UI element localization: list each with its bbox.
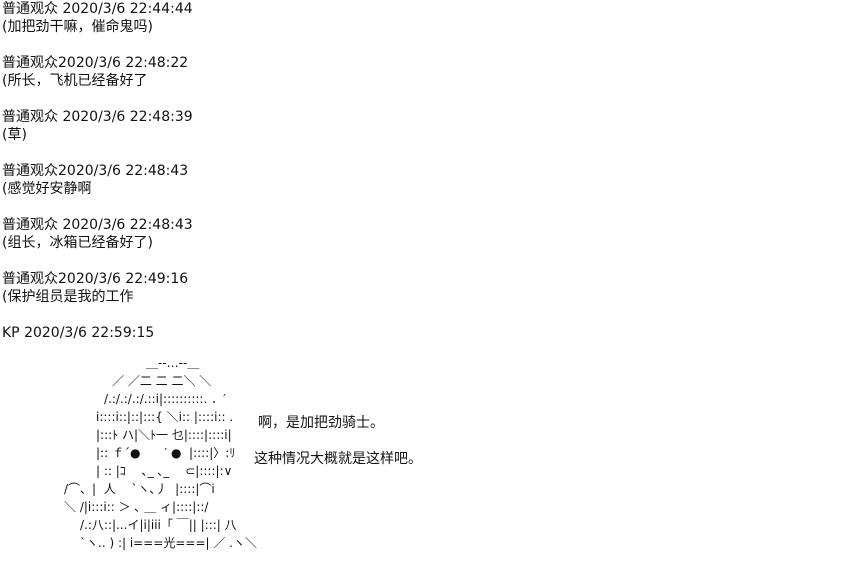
- entry-header: 普通观众2020/3/6 22:49:16: [2, 271, 189, 287]
- ascii-art-line: i::::i::|::|:::{ ＼i:: |::::i:: .: [96, 410, 234, 424]
- ascii-art-line: |:: ｆ´● ′ ● |::::|〉:ﾘ: [96, 446, 236, 460]
- entry-header: 普通观众 2020/3/6 22:48:39: [2, 109, 193, 125]
- entry-text: (保护组员是我的工作: [2, 289, 134, 305]
- chat-entry: 普通观众2020/3/6 22:49:16 (保护组员是我的工作: [2, 270, 852, 306]
- ascii-art-line: /.:/.:/.:/.::i|::::::::::. ．′: [104, 392, 226, 406]
- chat-entry: 普通观众 2020/3/6 22:44:44 (加把劲干嘛，催命鬼吗): [2, 0, 852, 36]
- ascii-art-line: ＿-‐…‐-＿: [146, 356, 200, 370]
- entry-header: 普通观众2020/3/6 22:48:43: [2, 163, 189, 179]
- entry-text: (草): [2, 127, 27, 143]
- ascii-art-line: |:::ﾄ ハ|＼ﾄ一 乜|::::|::::i|: [96, 428, 232, 442]
- entry-text: (感觉好安静啊: [2, 181, 92, 197]
- chat-entry: 普通观众 2020/3/6 22:48:43 (组长，冰箱已经备好了): [2, 216, 852, 252]
- ascii-art-line: /.:八::|...イ|i|iiⅰ「 ￣|| |:::| 八: [80, 518, 237, 532]
- ascii-art-character: ＿-‐…‐-＿ ／ ／二 二 二＼ ＼ /.:/.:/.:/.::i|:::::…: [0, 354, 858, 575]
- chat-entry: 普通观众2020/3/6 22:48:43 (感觉好安静啊: [2, 162, 852, 198]
- ascii-art-line: ／ ／二 二 二＼ ＼: [112, 374, 212, 388]
- ascii-art-line: | :: |ｺ ､_ ､_ ⊂|::::|:∨: [96, 464, 233, 478]
- entry-text: (所长，飞机已经备好了: [2, 73, 148, 89]
- entry-header: 普通观众2020/3/6 22:48:22: [2, 55, 189, 71]
- ascii-art-line: `ヽ.. ) :| i===光===| ／ .ヽ＼: [80, 536, 257, 550]
- entry-header: 普通观众 2020/3/6 22:44:44: [2, 1, 193, 17]
- entry-text: (加把劲干嘛，催命鬼吗): [2, 19, 153, 35]
- chat-entry: 普通观众 2020/3/6 22:48:39 (草): [2, 108, 852, 144]
- kp-entry: KP 2020/3/6 22:59:15: [2, 324, 852, 342]
- entry-header: 普通观众 2020/3/6 22:48:43: [2, 217, 193, 233]
- speech-line-1: 啊，是加把劲骑士。: [258, 415, 384, 431]
- chat-log: 普通观众 2020/3/6 22:44:44 (加把劲干嘛，催命鬼吗) 普通观众…: [2, 0, 852, 360]
- ascii-art-line: /⌒、| 人 `ヽ､丿 |::::|⌒i: [64, 482, 215, 496]
- chat-entry: 普通观众2020/3/6 22:48:22 (所长，飞机已经备好了: [2, 54, 852, 90]
- kp-header: KP 2020/3/6 22:59:15: [2, 325, 155, 341]
- speech-line-2: 这种情况大概就是这样吧。: [254, 451, 422, 467]
- ascii-art-line: ＼ /|i:::i:: ＞ ､ ＿ ィ|::::|::/: [64, 500, 209, 514]
- entry-text: (组长，冰箱已经备好了): [2, 235, 153, 251]
